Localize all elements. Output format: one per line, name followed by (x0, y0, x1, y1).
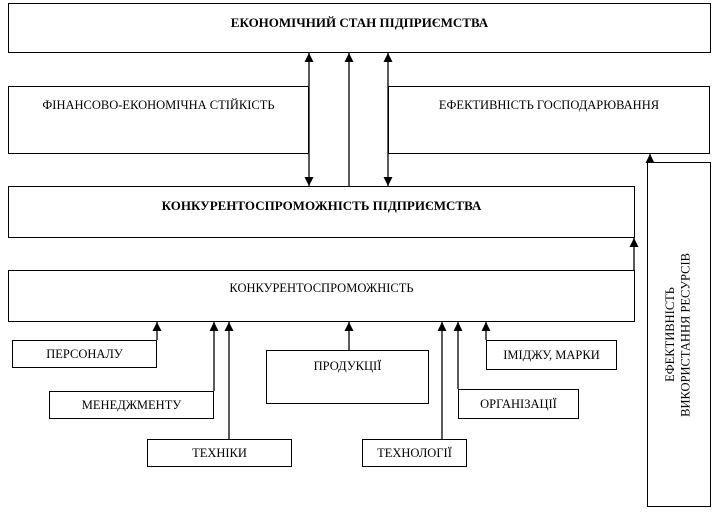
technologies-label: ТЕХНОЛОГІЇ (377, 445, 452, 460)
competitiveness-label: КОНКУРЕНТОСПРОМОЖНІСТЬ (229, 281, 414, 295)
products-box: ПРОДУКЦІЇ (266, 350, 429, 404)
personnel-box: ПЕРСОНАЛУ (12, 340, 157, 368)
personnel-label: ПЕРСОНАЛУ (46, 346, 123, 361)
organization-label: ОРГАНІЗАЦІЇ (480, 396, 557, 411)
management-efficiency-label: ЕФЕКТИВНІСТЬ ГОСПОДАРЮВАННЯ (438, 98, 660, 112)
organization-box: ОРГАНІЗАЦІЇ (458, 389, 579, 419)
economic-state-label: ЕКОНОМІЧНИЙ СТАН ПІДПРИЄМСТВА (230, 15, 489, 30)
equipment-box: ТЕХНІКИ (147, 439, 292, 467)
economic-state-box: ЕКОНОМІЧНИЙ СТАН ПІДПРИЄМСТВА (8, 3, 711, 53)
financial-stability-label: ФІНАНСОВО-ЕКОНОМІЧНА СТІЙКІСТЬ (42, 98, 275, 112)
resource-efficiency-box: ЕФЕКТИВНІСТЬ ВИКОРИСТАННЯ РЕСУРСІВ (647, 162, 711, 507)
image-brand-box: ІМІДЖУ, МАРКИ (486, 340, 617, 370)
enterprise-competitiveness-box: КОНКУРЕНТОСПРОМОЖНІСТЬ ПІДПРИЄМСТВА (8, 186, 635, 238)
products-label: ПРОДУКЦІЇ (313, 359, 382, 373)
financial-stability-box: ФІНАНСОВО-ЕКОНОМІЧНА СТІЙКІСТЬ (8, 86, 309, 154)
management-box: МЕНЕДЖМЕНТУ (49, 391, 214, 419)
enterprise-competitiveness-label: КОНКУРЕНТОСПРОМОЖНІСТЬ ПІДПРИЄМСТВА (161, 198, 482, 213)
image-brand-label: ІМІДЖУ, МАРКИ (503, 347, 600, 362)
equipment-label: ТЕХНІКИ (192, 445, 247, 460)
management-label: МЕНЕДЖМЕНТУ (81, 397, 182, 412)
competitiveness-box: КОНКУРЕНТОСПРОМОЖНІСТЬ (8, 270, 635, 322)
technologies-box: ТЕХНОЛОГІЇ (362, 439, 467, 467)
management-efficiency-box: ЕФЕКТИВНІСТЬ ГОСПОДАРЮВАННЯ (388, 86, 710, 154)
